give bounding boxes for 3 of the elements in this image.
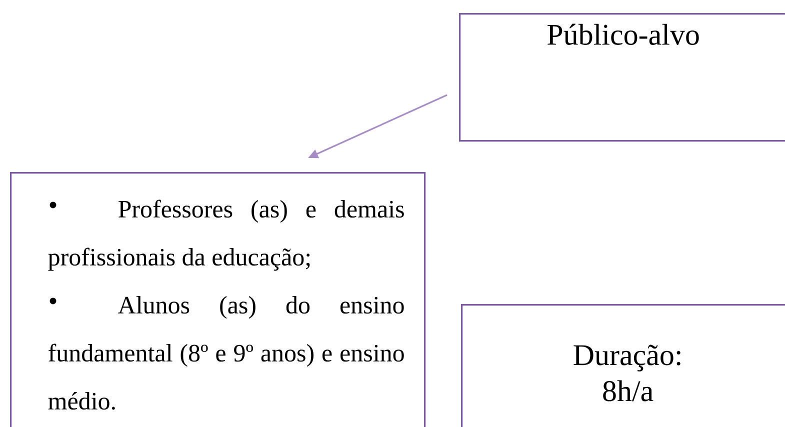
info-box: Duração: 8h/a <box>461 304 785 427</box>
list-box: Professores (as) e demais profissionais da educação; Alunos (as) do ensino fundamental (8º e 9º anos) e ensino médio. <box>10 172 426 427</box>
title-box: Público-alvo <box>459 13 785 142</box>
